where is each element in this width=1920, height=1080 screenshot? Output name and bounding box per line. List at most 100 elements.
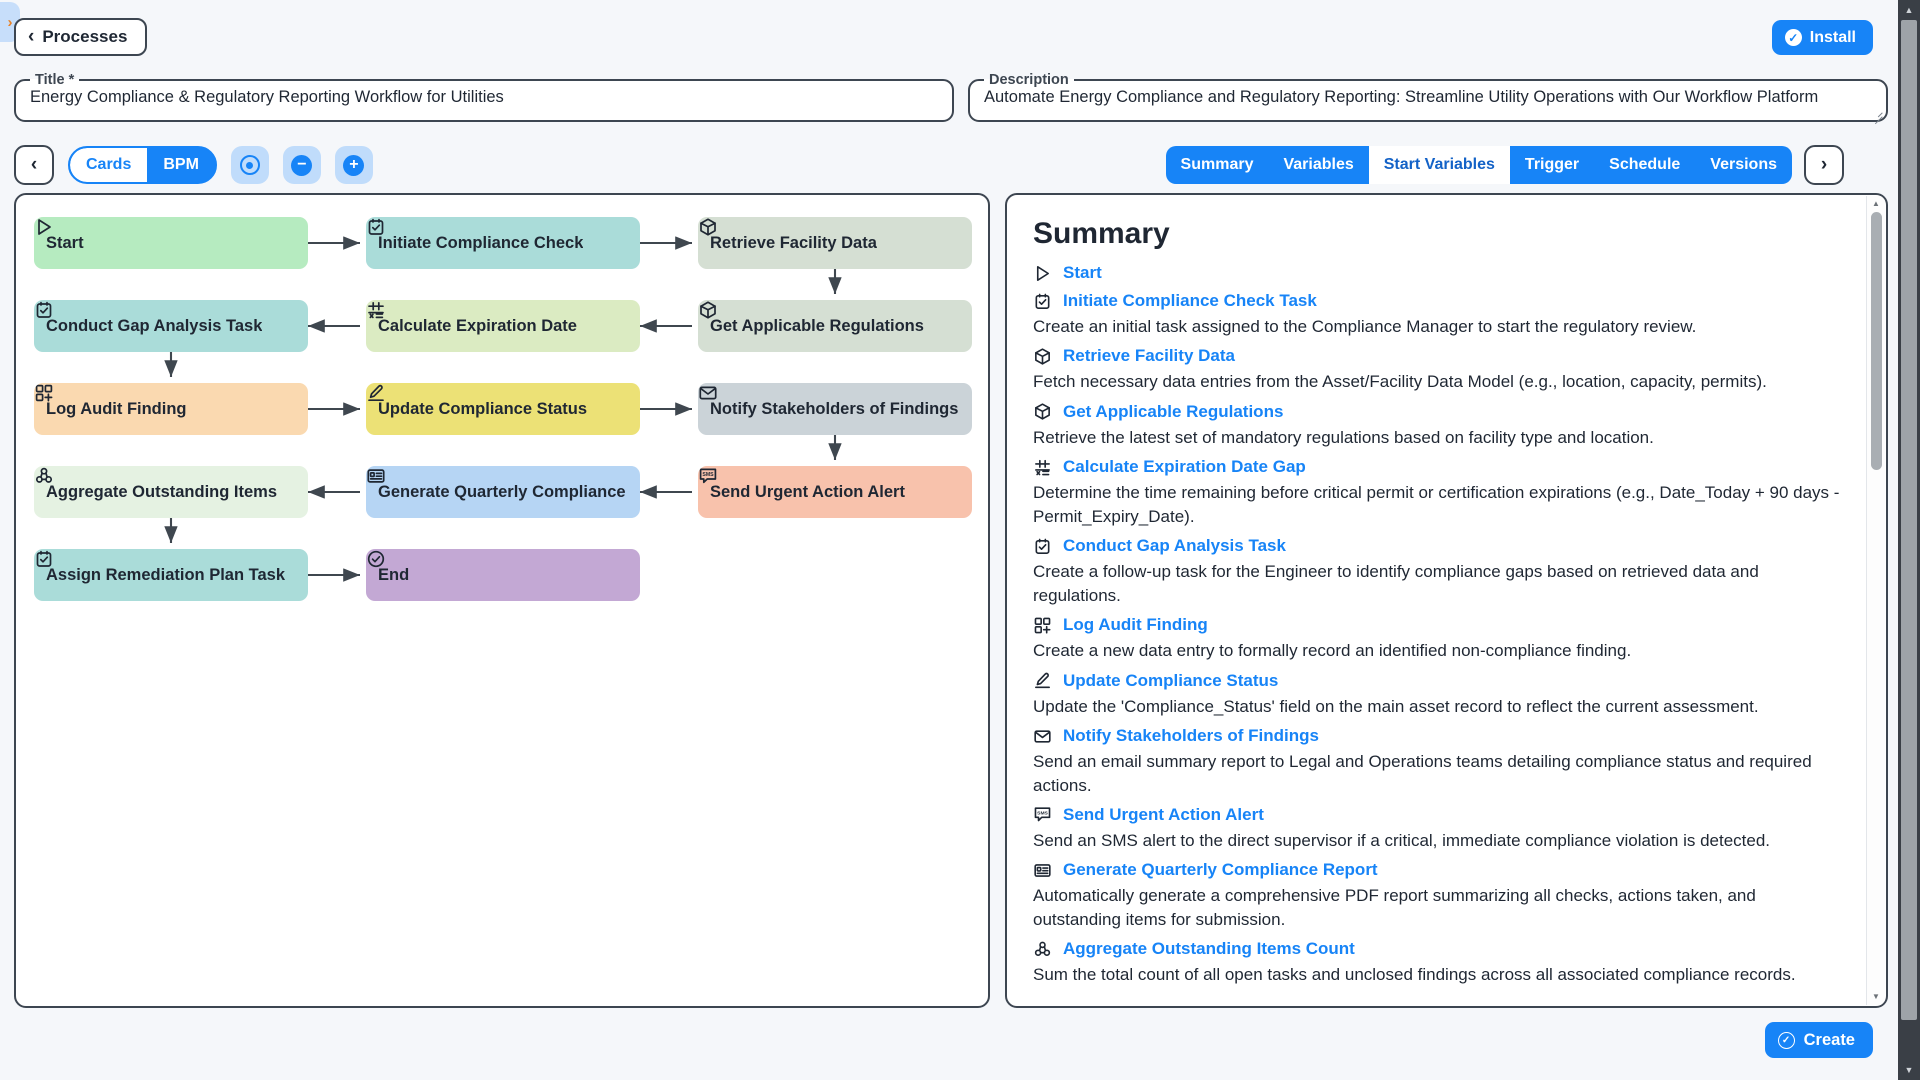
flow-node-notify[interactable]: Notify Stakeholders of Findings <box>698 383 972 435</box>
summary-item-header[interactable]: Conduct Gap Analysis Task <box>1033 536 1840 556</box>
summary-item-label: Start <box>1063 263 1102 282</box>
chevron-right-icon: › <box>1820 154 1828 175</box>
back-button-label: Processes <box>42 27 128 46</box>
tab-schedule[interactable]: Schedule <box>1609 156 1681 173</box>
summary-item-description: Determine the time remaining before crit… <box>1033 483 1840 526</box>
summary-item-header[interactable]: Aggregate Outstanding Items Count <box>1033 939 1840 959</box>
mail-icon <box>699 386 717 400</box>
scroll-up-arrow[interactable]: ▲ <box>1872 199 1880 208</box>
page-scrollbar-thumb[interactable] <box>1901 20 1917 1020</box>
flow-node-end[interactable]: End <box>366 549 640 601</box>
scrollbar-thumb[interactable] <box>1870 212 1882 470</box>
summary-item-label: Initiate Compliance Check Task <box>1063 291 1317 310</box>
summary-scrollbar[interactable]: ▲ ▼ <box>1866 196 1885 1005</box>
play-icon <box>38 219 51 235</box>
title-legend: Title * <box>35 72 75 88</box>
flow-node-assign[interactable]: Assign Remediation Plan Task <box>34 549 308 601</box>
tab-variables[interactable]: Variables <box>1283 156 1354 173</box>
mail-icon <box>1034 729 1051 743</box>
tabs-container: Summary Variables Start Variables Trigger Sc… <box>1165 146 1792 184</box>
flow-node-label: Assign Remediation Plan Task <box>46 565 286 584</box>
view-mode-bpm[interactable]: BPM <box>147 148 215 182</box>
install-button[interactable]: ✓ Install <box>1771 20 1873 55</box>
task-icon <box>36 301 52 318</box>
canvas-toolbar: ‹ Cards BPM − + <box>14 145 373 185</box>
summary-item-description: Create a follow-up task for the Engineer… <box>1033 562 1759 605</box>
flow-node-label: Aggregate Outstanding Items <box>46 482 278 501</box>
aggregate-icon <box>1034 941 1051 956</box>
summary-item-header[interactable]: Start <box>1033 263 1840 283</box>
summary-item-header[interactable]: Generate Quarterly Compliance Report <box>1033 860 1840 880</box>
end-circle-icon <box>367 550 385 568</box>
flow-node-label: Send Urgent Action Alert <box>710 482 905 501</box>
summary-item: Start <box>1033 263 1840 283</box>
flow-node-start[interactable]: Start <box>34 217 308 269</box>
bpm-canvas-panel[interactable]: Start Initiate Compliance Check Retrieve F… <box>14 193 990 1008</box>
flow-connectors <box>164 236 842 582</box>
scrollbar-track[interactable] <box>1867 212 1886 989</box>
bpm-flow-diagram: Start Initiate Compliance Check Retrieve F… <box>16 195 988 1006</box>
summary-item-label: Aggregate Outstanding Items Count <box>1063 939 1355 959</box>
page-scroll-up-arrow[interactable]: ▲ <box>1898 0 1920 20</box>
summary-item-header[interactable]: Calculate Expiration Date Gap <box>1033 457 1840 477</box>
toolbar-prev-button[interactable]: ‹ <box>14 145 54 185</box>
tab-versions[interactable]: Versions <box>1710 156 1777 173</box>
zoom-in-button[interactable]: + <box>334 146 373 184</box>
title-input[interactable] <box>16 88 952 119</box>
flow-node-label: Initiate Compliance Check <box>378 233 584 252</box>
flow-node-logaudit[interactable]: Log Audit Finding <box>34 383 308 435</box>
tab-start-variables[interactable]: Start Variables <box>1368 146 1510 184</box>
svg-text:SMS: SMS <box>702 472 714 478</box>
flow-node-label: Calculate Expiration Date <box>378 316 577 335</box>
flow-node-update[interactable]: Update Compliance Status <box>366 383 640 435</box>
flow-node-calculate[interactable]: Calculate Expiration Date <box>366 300 640 352</box>
page-scroll-down-arrow[interactable]: ▼ <box>1898 1060 1920 1080</box>
summary-item-header[interactable]: Update Compliance Status <box>1033 671 1840 691</box>
create-button[interactable]: ✓ Create <box>1764 1022 1873 1058</box>
summary-item-description: Send an email summary report to Legal an… <box>1033 752 1812 795</box>
tab-summary[interactable]: Summary <box>1180 156 1254 173</box>
view-mode-toggle[interactable]: Cards BPM <box>68 146 217 184</box>
summary-item-header[interactable]: Notify Stakeholders of Findings <box>1033 726 1840 746</box>
cube-icon <box>1035 348 1050 365</box>
description-input[interactable]: Automate Energy Compliance and Regulator… <box>970 88 1886 119</box>
summary-item-description: Create an initial task assigned to the C… <box>1033 317 1697 336</box>
zoom-out-button[interactable]: − <box>282 146 321 184</box>
description-fieldset: Description Automate Energy Compliance a… <box>968 72 1888 125</box>
chevron-left-icon: ‹ <box>30 154 38 175</box>
view-mode-cards[interactable]: Cards <box>70 148 148 182</box>
summary-item-header[interactable]: Retrieve Facility Data <box>1033 346 1840 366</box>
summary-heading: Summary <box>1033 217 1170 250</box>
minus-icon: − <box>291 154 313 176</box>
install-button-label: Install <box>1809 28 1856 46</box>
flow-node-sms[interactable]: SMS Send Urgent Action Alert <box>698 466 972 518</box>
summary-item-header[interactable]: Get Applicable Regulations <box>1033 402 1840 422</box>
page-scrollbar-track[interactable] <box>1898 20 1920 1060</box>
scroll-down-arrow[interactable]: ▼ <box>1872 992 1880 1001</box>
tabs-next-button[interactable]: › <box>1804 145 1844 185</box>
flow-node-getregs[interactable]: Get Applicable Regulations <box>698 300 972 352</box>
flow-node-retrieve[interactable]: Retrieve Facility Data <box>698 217 972 269</box>
summary-item-label: Send Urgent Action Alert <box>1063 804 1264 824</box>
task-icon <box>36 550 52 567</box>
fit-to-screen-button[interactable] <box>230 146 269 184</box>
flow-node-initiate[interactable]: Initiate Compliance Check <box>366 217 640 269</box>
flow-node-conduct[interactable]: Conduct Gap Analysis Task <box>34 300 308 352</box>
flow-node-aggregate[interactable]: Aggregate Outstanding Items <box>34 466 308 518</box>
edit-icon <box>368 384 384 402</box>
report-icon <box>1034 864 1051 877</box>
flow-node-label: Log Audit Finding <box>46 399 187 418</box>
flow-node-generate[interactable]: Generate Quarterly Compliance <box>366 466 640 518</box>
tab-trigger[interactable]: Trigger <box>1524 156 1580 173</box>
summary-item-header[interactable]: Log Audit Finding <box>1033 615 1840 635</box>
page-scrollbar[interactable]: ▲ ▼ <box>1898 0 1920 1080</box>
summary-item-header[interactable]: Initiate Compliance Check Task <box>1033 291 1840 311</box>
back-to-processes-button[interactable]: ‹ Processes <box>14 18 148 56</box>
summary-item-description: Send an SMS alert to the direct supervis… <box>1033 830 1771 850</box>
detail-tabstrip: Summary Variables Start Variables Trigger Sc… <box>1165 145 1844 185</box>
flow-node-label: Get Applicable Regulations <box>710 316 924 335</box>
